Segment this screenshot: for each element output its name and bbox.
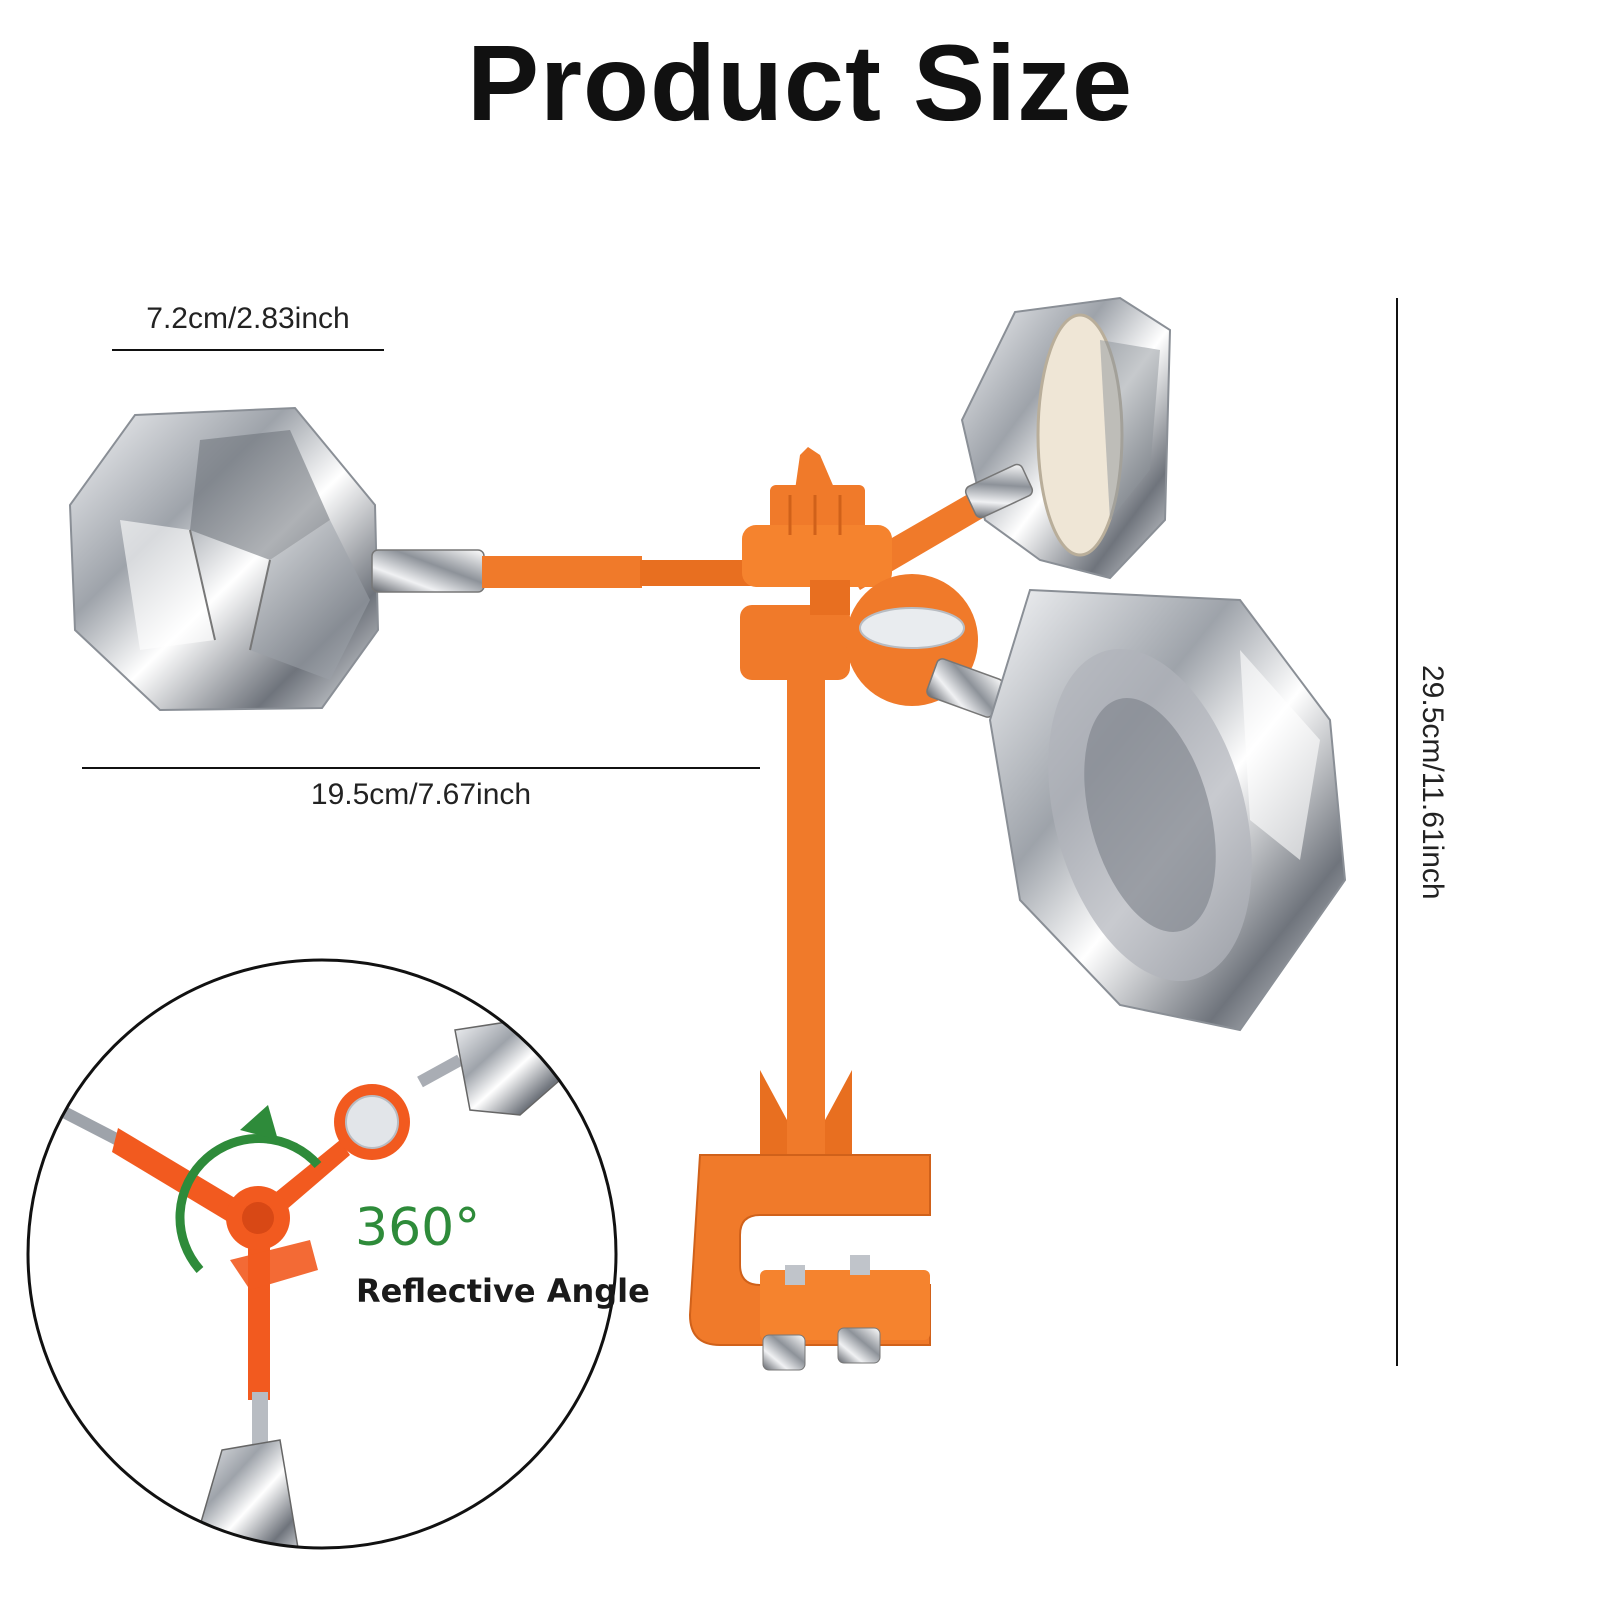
left-reflector bbox=[68, 406, 380, 712]
total-width-line bbox=[82, 767, 760, 769]
rotation-inset bbox=[26, 958, 618, 1550]
central-hub bbox=[740, 447, 892, 680]
page-title: Product Size bbox=[466, 22, 1134, 143]
lower-right-reflector bbox=[926, 588, 1347, 1032]
total-width-label: 19.5cm/7.67inch bbox=[310, 778, 532, 811]
pole-and-clamp bbox=[688, 670, 931, 1371]
rotation-arrow-icon bbox=[175, 1134, 322, 1273]
small-width-line bbox=[112, 349, 384, 351]
height-label: 29.5cm/11.61inch bbox=[1416, 665, 1449, 900]
rotation-angle-value: 360° bbox=[355, 1198, 481, 1258]
height-line bbox=[1396, 298, 1398, 1366]
upper-right-reflector bbox=[960, 296, 1172, 580]
reflective-angle-label: Reflective Angle bbox=[356, 1272, 650, 1310]
left-arm bbox=[371, 549, 760, 593]
small-width-label: 7.2cm/2.83inch bbox=[146, 302, 350, 335]
